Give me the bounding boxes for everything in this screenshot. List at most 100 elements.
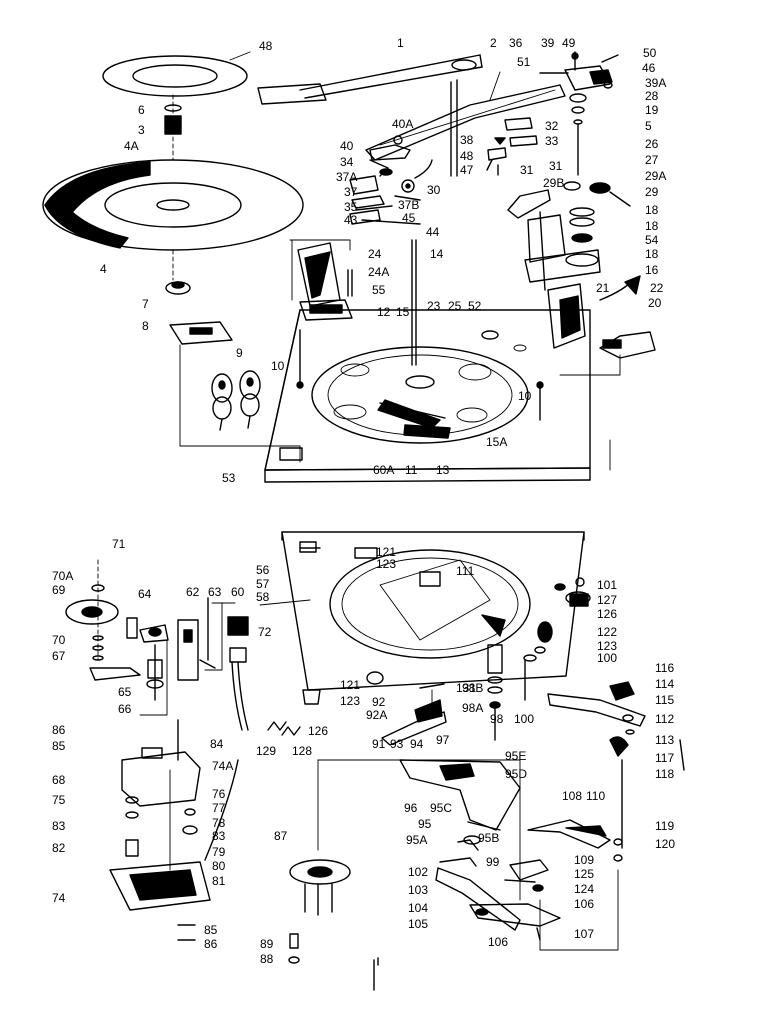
screw-parts bbox=[288, 933, 300, 964]
callout-80: 80 bbox=[212, 859, 226, 873]
callout-74A: 74A bbox=[212, 759, 233, 773]
callout-60: 60 bbox=[231, 585, 245, 599]
callout-54: 54 bbox=[645, 233, 659, 247]
callout-107: 107 bbox=[574, 927, 594, 941]
callout-10b: 10 bbox=[518, 389, 532, 403]
callout-126b: 126 bbox=[308, 724, 328, 738]
callout-93: 93 bbox=[390, 737, 404, 751]
callout-120: 120 bbox=[655, 837, 675, 851]
callout-21: 21 bbox=[596, 281, 610, 295]
knob-parts bbox=[211, 370, 261, 431]
lower-assembly: 121 123 71 111 56 57 101 70A 69 58 62 63… bbox=[52, 531, 685, 991]
callout-95: 95 bbox=[418, 817, 432, 831]
callout-123b: 123 bbox=[597, 639, 617, 653]
callout-49: 49 bbox=[562, 36, 576, 50]
callout-39: 39 bbox=[541, 36, 555, 50]
callout-71: 71 bbox=[112, 537, 126, 551]
callout-11: 11 bbox=[405, 463, 418, 477]
callout-18c: 18 bbox=[645, 247, 659, 261]
callout-86b: 86 bbox=[204, 937, 218, 951]
callout-29B: 29B bbox=[543, 176, 564, 190]
callout-20: 20 bbox=[648, 296, 662, 310]
callout-66: 66 bbox=[118, 702, 132, 716]
callout-57: 57 bbox=[256, 577, 270, 591]
arm-base-parts bbox=[507, 181, 631, 291]
callout-70A: 70A bbox=[52, 569, 73, 583]
callout-83a: 83 bbox=[52, 819, 66, 833]
callout-10a: 10 bbox=[271, 359, 285, 373]
callout-122: 122 bbox=[597, 625, 617, 639]
callout-88: 88 bbox=[260, 952, 274, 966]
callout-92A: 92A bbox=[366, 708, 387, 722]
callout-46: 46 bbox=[642, 61, 656, 75]
callout-6: 6 bbox=[138, 103, 145, 117]
callout-98: 98 bbox=[490, 712, 504, 726]
callout-13: 13 bbox=[436, 463, 450, 477]
callout-34: 34 bbox=[340, 155, 354, 169]
callout-19: 19 bbox=[645, 103, 659, 117]
callout-40A: 40A bbox=[392, 117, 413, 131]
callout-18a: 18 bbox=[645, 203, 659, 217]
turret-parts bbox=[65, 559, 141, 681]
callout-12: 12 bbox=[377, 305, 391, 319]
callout-62: 62 bbox=[186, 585, 200, 599]
plate-part bbox=[169, 321, 233, 345]
callout-100b: 100 bbox=[514, 712, 534, 726]
callout-76: 76 bbox=[212, 787, 226, 801]
callout-24: 24 bbox=[368, 247, 382, 261]
callout-78: 78 bbox=[212, 816, 226, 830]
callout-53: 53 bbox=[222, 471, 236, 485]
cartridge-parts bbox=[547, 275, 656, 359]
callout-104: 104 bbox=[408, 901, 428, 915]
callout-116: 116 bbox=[655, 661, 674, 675]
small-bracket-parts bbox=[497, 117, 538, 176]
callout-35: 35 bbox=[344, 200, 358, 214]
clip-parts bbox=[486, 137, 507, 171]
callout-109: 109 bbox=[574, 853, 594, 867]
callout-83b: 83 bbox=[212, 829, 226, 843]
callout-15: 15 bbox=[396, 305, 410, 319]
callout-25: 25 bbox=[448, 299, 462, 313]
switch-parts bbox=[297, 239, 417, 366]
callout-121a: 121 bbox=[376, 545, 396, 559]
callout-123a: 123 bbox=[376, 557, 396, 571]
callout-58: 58 bbox=[256, 590, 270, 604]
callout-72: 72 bbox=[258, 625, 272, 639]
callout-126a: 126 bbox=[597, 607, 617, 621]
callout-55: 55 bbox=[372, 283, 386, 297]
pulley-part bbox=[289, 859, 351, 916]
spring-parts bbox=[267, 689, 321, 736]
callout-110: 110 bbox=[586, 789, 605, 803]
callout-82: 82 bbox=[52, 841, 66, 855]
callout-101: 101 bbox=[597, 578, 617, 592]
callout-26: 26 bbox=[645, 137, 659, 151]
callout-117: 117 bbox=[655, 751, 674, 765]
callout-119: 119 bbox=[655, 819, 674, 833]
callout-14: 14 bbox=[430, 247, 444, 261]
callout-37A: 37A bbox=[336, 170, 357, 184]
callout-95B: 95B bbox=[478, 831, 499, 845]
callout-98A: 98A bbox=[462, 701, 483, 715]
platter-part bbox=[42, 159, 304, 281]
callout-5: 5 bbox=[645, 119, 652, 133]
callout-92: 92 bbox=[372, 695, 386, 709]
callout-75: 75 bbox=[52, 793, 66, 807]
callout-114: 114 bbox=[655, 677, 674, 691]
idler-parts bbox=[126, 597, 216, 701]
callout-37B: 37B bbox=[398, 198, 419, 212]
callout-113: 113 bbox=[655, 733, 674, 747]
callout-100a: 100 bbox=[597, 651, 617, 665]
callout-4A: 4A bbox=[124, 139, 139, 153]
callout-94: 94 bbox=[410, 737, 424, 751]
callout-48: 48 bbox=[259, 39, 273, 53]
callout-85a: 85 bbox=[52, 739, 66, 753]
callout-16: 16 bbox=[645, 263, 659, 277]
bearing-part bbox=[165, 281, 191, 295]
callout-29: 29 bbox=[645, 185, 659, 199]
callout-128: 128 bbox=[292, 744, 312, 758]
callout-112: 112 bbox=[655, 712, 674, 726]
callout-108: 108 bbox=[562, 789, 582, 803]
underside-base-part bbox=[281, 531, 585, 691]
callout-2: 2 bbox=[490, 36, 497, 50]
callout-118: 118 bbox=[655, 767, 674, 781]
